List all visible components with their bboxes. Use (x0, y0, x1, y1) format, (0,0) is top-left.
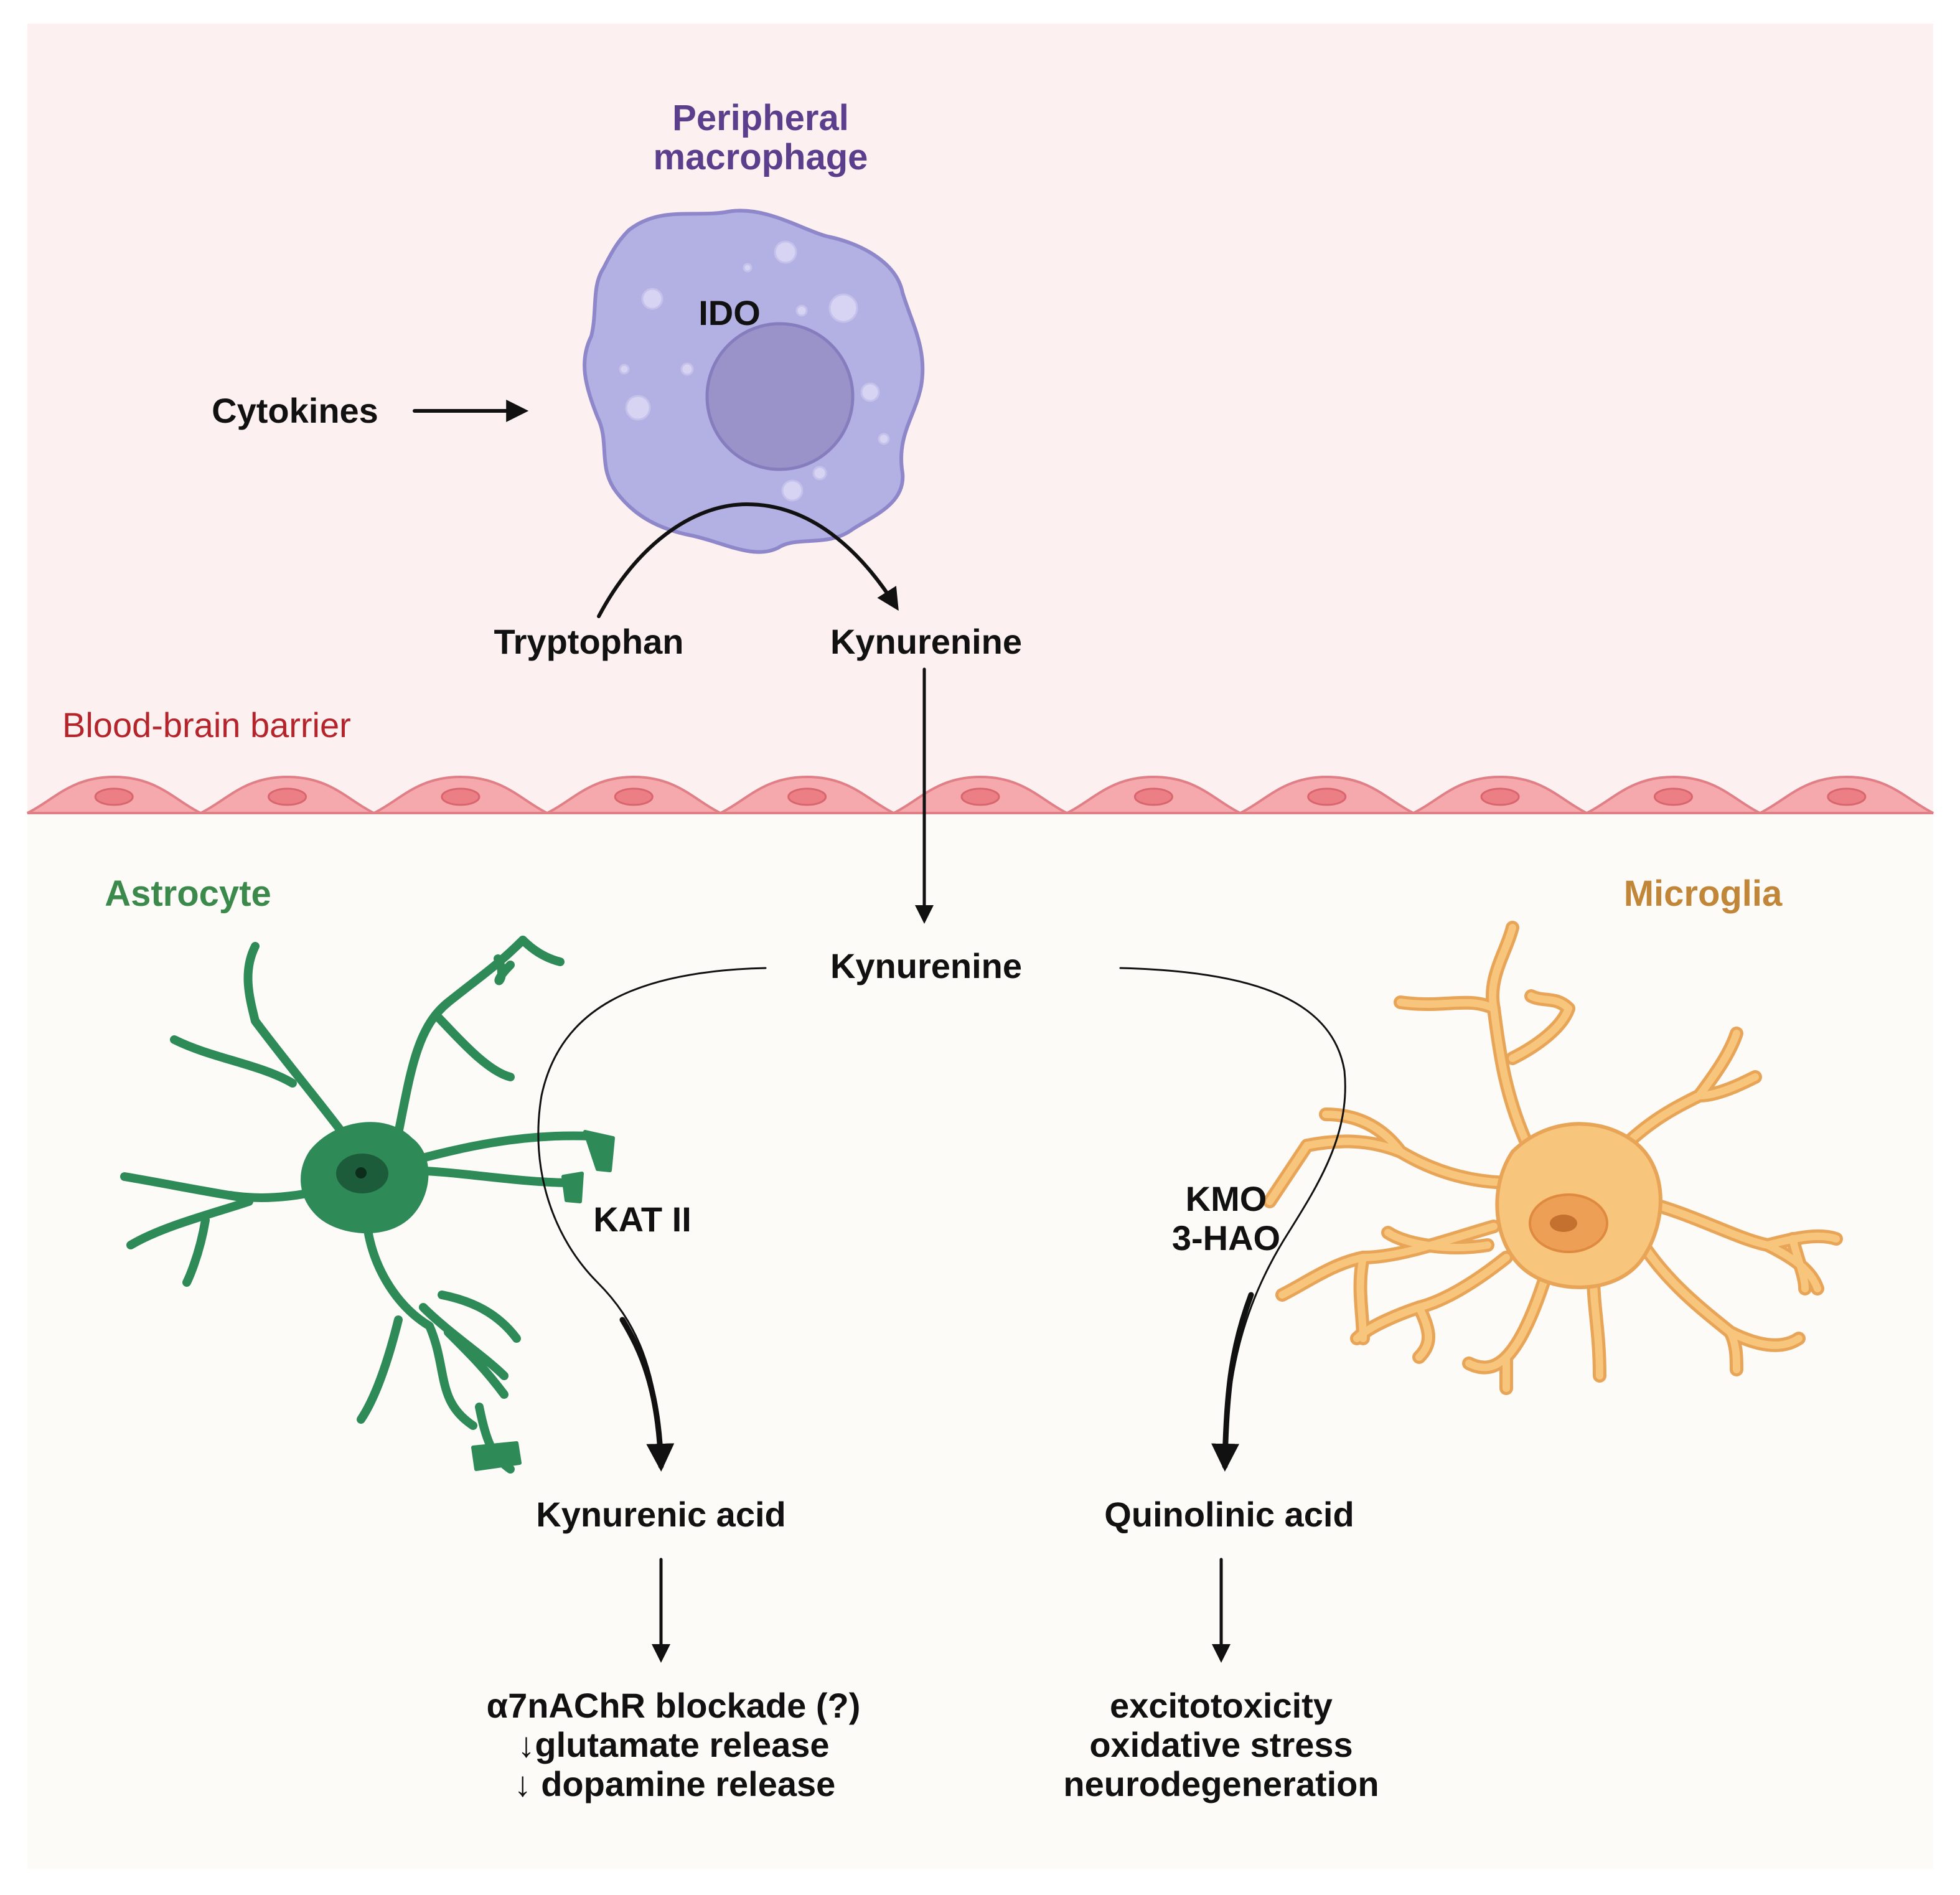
endothelial-nucleus (1307, 788, 1347, 806)
microglia-nucleolus (1550, 1215, 1577, 1232)
kynurenine-brain-label: Kynurenine (830, 946, 1022, 985)
periphery-region (27, 24, 1933, 813)
endothelial-nucleus (94, 788, 134, 806)
kmo-label: KMO (1186, 1179, 1267, 1218)
endothelial-nucleus (268, 788, 307, 806)
endothelial-nucleus (1480, 788, 1520, 806)
endothelial-nucleus (1827, 788, 1867, 806)
quinolinic-effect-1: excitotoxicity (1110, 1686, 1333, 1725)
astrocyte-cell (120, 936, 615, 1474)
ido-label: IDO (698, 293, 761, 332)
kynurenine-periphery-label: Kynurenine (830, 622, 1022, 661)
kmo-branch-arrow-head (1211, 1292, 1254, 1472)
endothelial-nucleus (441, 788, 481, 806)
astrocyte-title: Astrocyte (105, 873, 271, 914)
endothelial-nucleus (960, 788, 1000, 806)
blood-brain-barrier-cells (27, 775, 1934, 814)
endothelial-nucleus (1653, 788, 1693, 806)
astrocyte-nucleolus (355, 1167, 367, 1178)
kynurenic-effect-3: ↓ dopamine release (514, 1764, 836, 1803)
macrophage-vesicles (619, 240, 890, 502)
astrocyte-endfoot (583, 1130, 615, 1172)
macrophage-nucleus (705, 322, 855, 471)
endothelial-nucleus (787, 788, 827, 806)
cytokines-label: Cytokines (212, 391, 378, 430)
3hao-label: 3-HAO (1172, 1218, 1280, 1258)
kynurenic-effect-2: ↓glutamate release (517, 1725, 829, 1764)
kmo-branch-arrow (1119, 967, 1346, 1467)
microglia-cell (1263, 921, 1843, 1395)
endothelial-nucleus (614, 788, 654, 806)
macrophage-cell (583, 209, 925, 554)
quinolinic-effect-2: oxidative stress (1089, 1725, 1353, 1764)
pathway-arrows (413, 400, 1346, 1663)
astrocyte-endfoot-3 (471, 1441, 522, 1471)
endothelial-nucleus (1133, 788, 1173, 806)
tryptophan-label: Tryptophan (494, 622, 684, 661)
astrocyte-endfoot-2 (561, 1172, 584, 1203)
quinolinic-effect-3: neurodegeneration (1063, 1764, 1379, 1803)
kynurenic-effect-1: α7nAChR blockade (?) (487, 1686, 861, 1725)
microglia-title: Microglia (1624, 873, 1783, 914)
kat-ii-label: KAT II (593, 1200, 692, 1239)
ido-conversion-arrow (597, 502, 899, 618)
bbb-label: Blood-brain barrier (62, 705, 351, 745)
kynurenic-acid-label: Kynurenic acid (536, 1495, 785, 1534)
brain-region (27, 813, 1933, 1869)
macrophage-title-line2: macrophage (654, 137, 868, 177)
kat-branch-arrow (537, 967, 767, 1467)
quinolinic-acid-label: Quinolinic acid (1104, 1495, 1354, 1534)
kat-branch-arrow-head (619, 1317, 675, 1472)
macrophage-title-line1: Peripheral (672, 98, 849, 138)
